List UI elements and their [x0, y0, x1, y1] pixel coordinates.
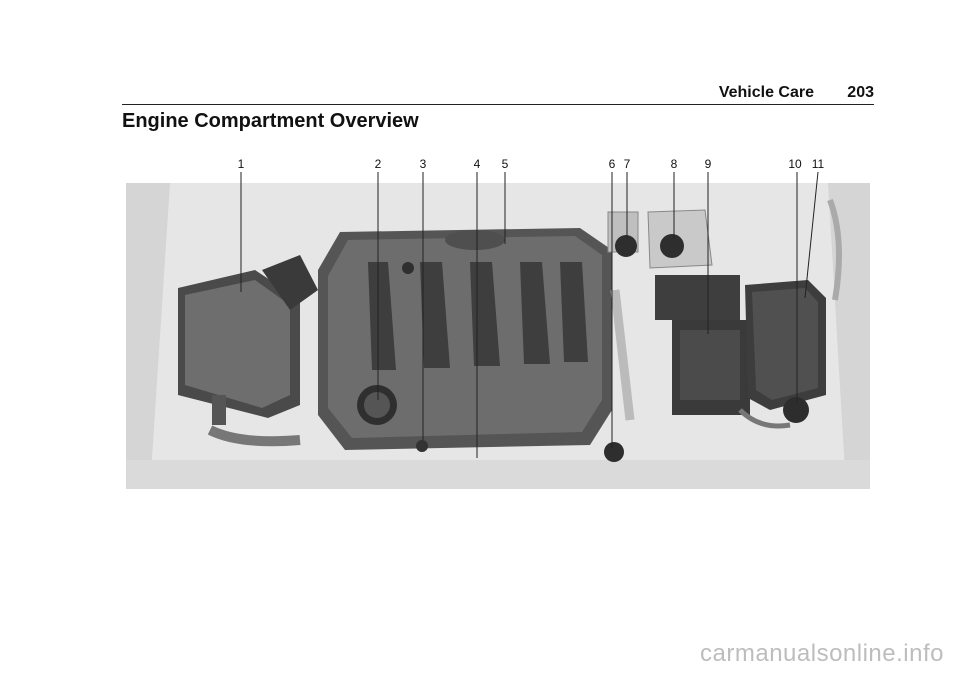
- dipstick-handle: [416, 440, 428, 452]
- page-header: Vehicle Care 203: [122, 80, 874, 105]
- callout-6: 6: [609, 157, 616, 171]
- callout-7: 7: [624, 157, 631, 171]
- callout-5: 5: [502, 157, 509, 171]
- callout-8: 8: [671, 157, 678, 171]
- page-number: 203: [847, 84, 874, 101]
- section-name: Vehicle Care: [718, 84, 814, 101]
- engine-cover: [318, 228, 612, 450]
- callout-9: 9: [705, 157, 712, 171]
- fuse-block: [745, 280, 826, 423]
- callout-leaders: [240, 171, 819, 458]
- callout-2: 2: [375, 157, 382, 171]
- callout-4: 4: [474, 157, 481, 171]
- watermark: carmanualsonline.info: [700, 640, 944, 667]
- air-cleaner-assembly: [178, 255, 318, 447]
- page-title: Engine Compartment Overview: [122, 110, 419, 132]
- callout-3: 3: [420, 157, 427, 171]
- reservoirs: [604, 209, 713, 462]
- callout-1: 1: [238, 157, 245, 171]
- battery: [655, 275, 750, 415]
- callout-11: 11: [812, 157, 825, 171]
- callout-10: 10: [788, 157, 802, 171]
